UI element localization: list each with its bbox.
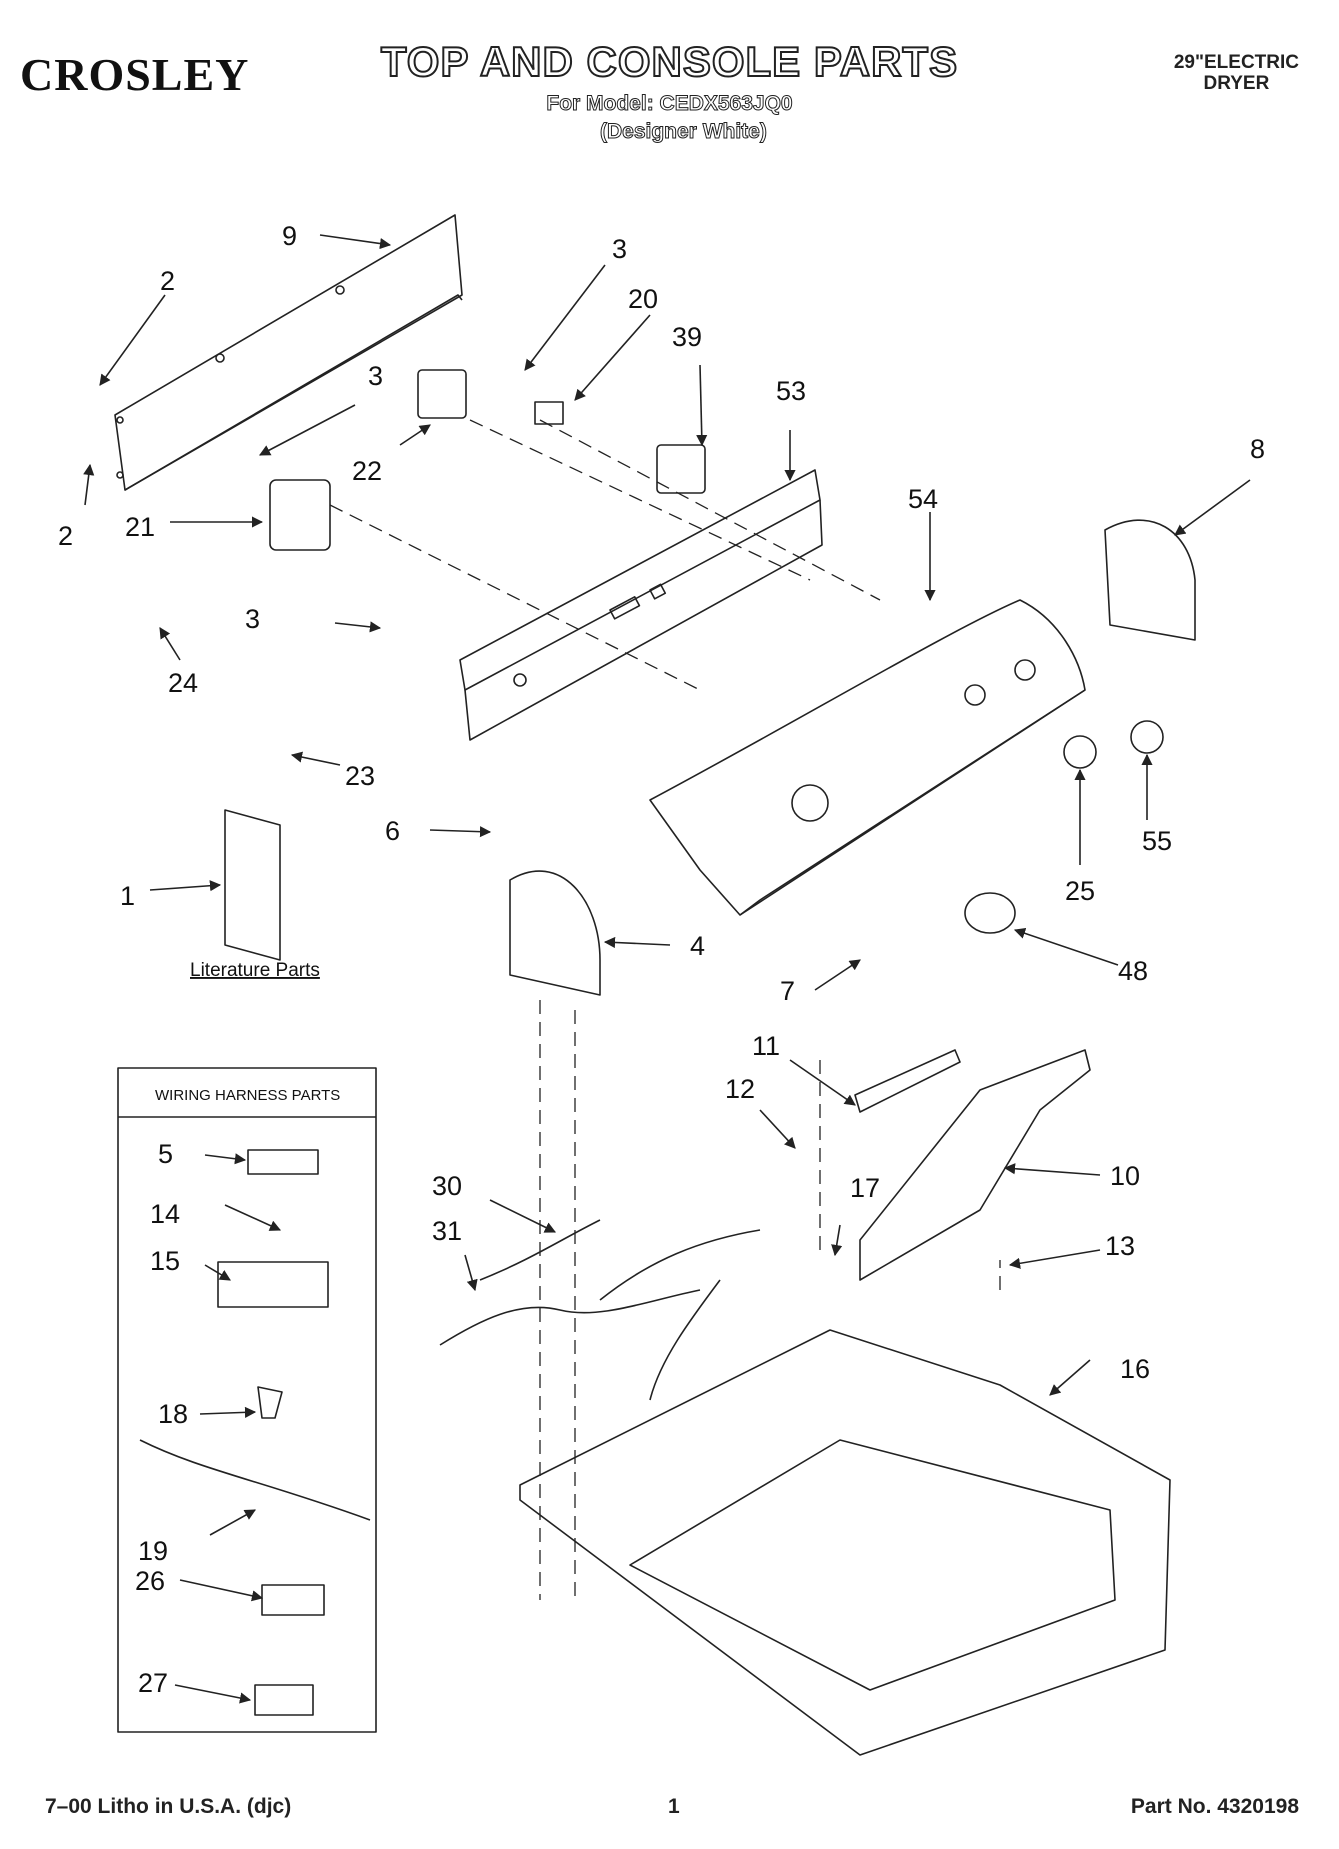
- callout-3a: 3: [612, 234, 627, 264]
- wiring-box: [117, 1067, 377, 1733]
- product-type: 29"ELECTRIC DRYER: [1174, 52, 1299, 94]
- callout-13: 13: [1105, 1231, 1135, 1261]
- product-line-1: 29"ELECTRIC: [1173, 52, 1299, 73]
- end-cap-8: [1104, 519, 1196, 641]
- model-variant: (Designer White): [600, 120, 768, 144]
- callout-25: 25: [1065, 876, 1095, 906]
- callout-4: 4: [690, 931, 705, 961]
- callout-39: 39: [672, 322, 702, 352]
- literature-book: [224, 809, 281, 961]
- callout-48: 48: [1118, 956, 1148, 986]
- callout-27: 27: [138, 1668, 168, 1698]
- control-rail-53: [459, 469, 821, 691]
- callout-24: 24: [168, 668, 198, 698]
- console-54: [649, 599, 1086, 916]
- callout-53: 53: [776, 376, 806, 406]
- callout-2a: 2: [160, 266, 175, 296]
- wiring-box-title: WIRING HARNESS PARTS: [155, 1087, 340, 1104]
- callout-17: 17: [850, 1173, 880, 1203]
- callout-8: 8: [1250, 434, 1265, 464]
- page-title: TOP AND CONSOLE PARTS: [380, 37, 959, 86]
- callout-23: 23: [345, 761, 375, 791]
- callout-3c: 3: [245, 604, 260, 634]
- callout-31: 31: [432, 1216, 462, 1246]
- wiring-harness: [439, 1219, 761, 1401]
- footer-part-number: Part No. 4320198: [1130, 1795, 1299, 1818]
- panel-9-shape: [114, 214, 463, 491]
- top-panel-16: [519, 1329, 1171, 1756]
- callout-9: 9: [282, 221, 297, 251]
- literature-parts-label: Literature Parts: [190, 960, 320, 981]
- callout-1: 1: [120, 881, 135, 911]
- footer-page-number: 1: [668, 1795, 680, 1818]
- callout-7: 7: [780, 976, 795, 1006]
- callout-26: 26: [135, 1566, 165, 1596]
- callout-21: 21: [125, 512, 155, 542]
- callout-10: 10: [1110, 1161, 1140, 1191]
- callout-54: 54: [908, 484, 938, 514]
- callout-3b: 3: [368, 361, 383, 391]
- callout-5: 5: [158, 1139, 173, 1169]
- end-cap-4: [509, 870, 601, 996]
- product-line-2: DRYER: [1203, 73, 1270, 94]
- callout-14: 14: [150, 1199, 180, 1229]
- callout-19: 19: [138, 1536, 168, 1566]
- footer-litho: 7–00 Litho in U.S.A. (djc): [45, 1795, 292, 1818]
- callout-12: 12: [725, 1074, 755, 1104]
- callout-6: 6: [385, 816, 400, 846]
- model-line: For Model: CEDX563JQ0: [546, 92, 793, 116]
- callout-55: 55: [1142, 826, 1172, 856]
- callout-20: 20: [628, 284, 658, 314]
- callout-15: 15: [150, 1246, 180, 1276]
- brand-logo: CROSLEY: [20, 49, 250, 100]
- callout-16: 16: [1120, 1354, 1150, 1384]
- callout-22: 22: [352, 456, 382, 486]
- callout-30: 30: [432, 1171, 462, 1201]
- callout-labels: 9 2 2 3 3 3 20 39 53 22 21 24 23 54 8 6 …: [58, 221, 1265, 1698]
- callout-2b: 2: [58, 521, 73, 551]
- callout-18: 18: [158, 1399, 188, 1429]
- callout-11: 11: [752, 1031, 780, 1061]
